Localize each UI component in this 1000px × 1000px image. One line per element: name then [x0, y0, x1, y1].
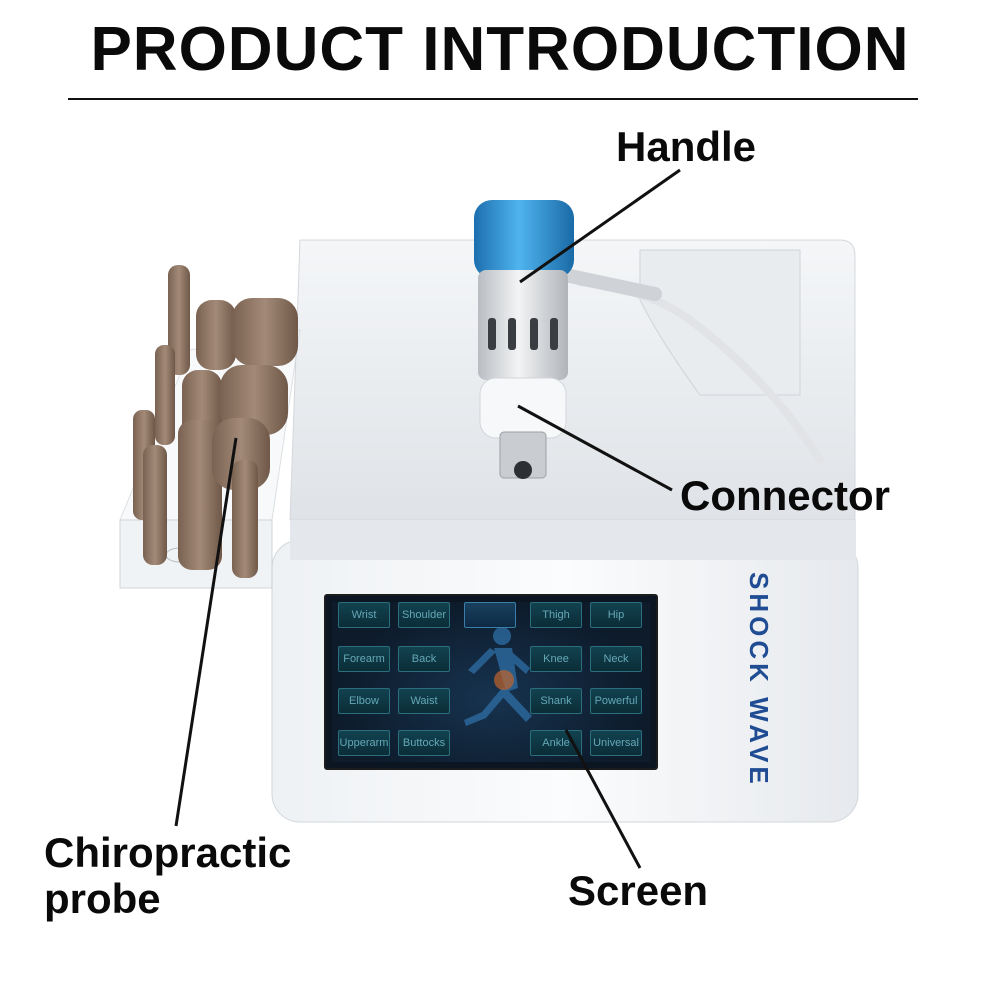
page-title: PRODUCT INTRODUCTION — [90, 15, 910, 84]
probe-callout: Chiropractic probe — [44, 830, 291, 922]
probe-head — [196, 300, 236, 370]
screen-button-waist[interactable]: Waist — [398, 688, 450, 714]
screen-button-back[interactable]: Back — [398, 646, 450, 672]
handle-body — [478, 270, 568, 380]
screen-button-shank[interactable]: Shank — [530, 688, 582, 714]
screen-leader-line — [564, 729, 642, 869]
handle-leader-line — [519, 168, 681, 284]
screen-button-forearm[interactable]: Forearm — [338, 646, 390, 672]
runner-figure-icon — [464, 627, 532, 726]
handle-callout: Handle — [616, 123, 757, 170]
screen-button-knee[interactable]: Knee — [530, 646, 582, 672]
probe-head — [232, 460, 258, 578]
probe-head — [168, 265, 190, 375]
screen-button-powerful[interactable]: Powerful — [590, 688, 642, 714]
screen-button-shoulder[interactable]: Shoulder — [398, 602, 450, 628]
chiropractic-probes — [133, 265, 298, 578]
probe-head — [143, 445, 167, 565]
screen-button-wrist[interactable]: Wrist — [338, 602, 390, 628]
title-underline — [68, 98, 918, 100]
screen-button-thigh[interactable]: Thigh — [530, 602, 582, 628]
connector-leader-line — [517, 404, 673, 492]
probe-callout-line1: Chiropractic — [44, 829, 292, 876]
probe-head — [232, 298, 298, 366]
screen-button-neck[interactable]: Neck — [590, 646, 642, 672]
cable-strain-relief — [563, 269, 662, 301]
probe-head — [178, 420, 222, 570]
screen-button-hip[interactable]: Hip — [590, 602, 642, 628]
screen-button-buttocks[interactable]: Buttocks — [398, 730, 450, 756]
probe-head — [155, 345, 175, 445]
connector-callout: Connector — [680, 472, 890, 519]
handle-cap — [474, 200, 574, 278]
brand-text: SHOCK WAVE — [744, 572, 774, 788]
screen-button-elbow[interactable]: Elbow — [338, 688, 390, 714]
screen-button-universal[interactable]: Universal — [590, 730, 642, 756]
screen-button-upperarm[interactable]: Upperarm — [338, 730, 390, 756]
handpiece — [474, 200, 574, 479]
connector-bore-icon — [514, 461, 532, 479]
screen-home-button[interactable] — [464, 602, 516, 628]
probe-callout-line2: probe — [44, 875, 161, 922]
touch-screen: Wrist Forearm Elbow Upperarm Shoulder Ba… — [324, 594, 658, 770]
handle-cradle — [639, 249, 801, 396]
probe-leader-line — [174, 437, 238, 827]
screen-callout: Screen — [568, 867, 709, 914]
probe-head — [220, 365, 288, 435]
device-bevel — [290, 520, 856, 560]
